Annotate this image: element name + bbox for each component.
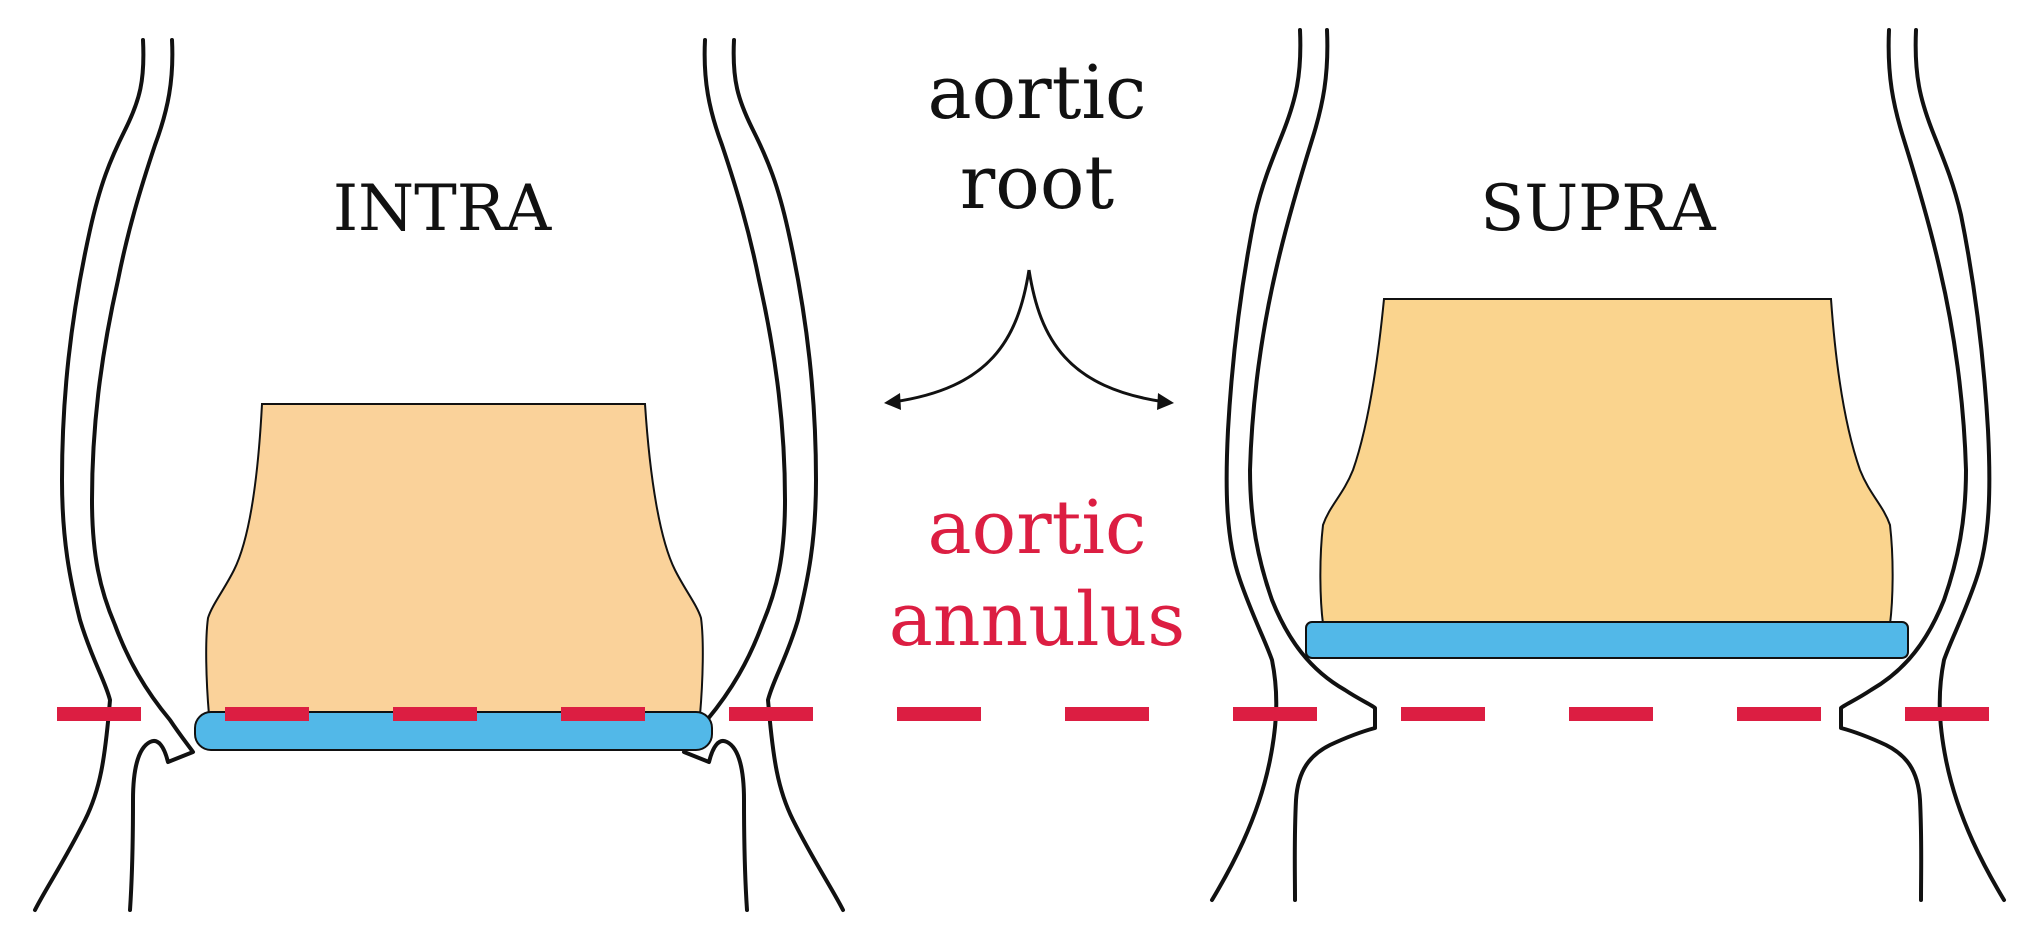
intra-valve-body	[205, 403, 704, 716]
aortic-root-arrowhead-right	[1157, 393, 1174, 410]
supra-sewing-ring	[1305, 621, 1909, 659]
aortic-annulus-annotation: aortic annulus	[889, 485, 1185, 663]
supra-valve-body	[1319, 298, 1894, 625]
intra-left-aortic-wall	[33, 38, 195, 912]
supra-label: SUPRA	[1480, 172, 1716, 246]
aortic-root-annotation: aortic root	[884, 50, 1174, 410]
intra-label: INTRA	[333, 172, 552, 246]
aortic-annulus-label-line2: annulus	[889, 577, 1185, 663]
aortic-annulus-label-line1: aortic	[928, 485, 1147, 571]
intra-panel: INTRA	[33, 38, 845, 912]
supra-left-aortic-wall	[1210, 28, 1377, 902]
intra-right-aortic-wall	[682, 38, 845, 912]
aortic-root-arrow-left	[892, 269, 1031, 404]
aortic-root-arrowhead-left	[884, 393, 901, 410]
aortic-root-arrow-right	[1027, 269, 1166, 404]
supra-panel: SUPRA	[1210, 28, 2006, 902]
aortic-root-label-line1: aortic	[928, 50, 1147, 136]
supra-right-aortic-wall	[1839, 28, 2006, 902]
aortic-root-label-line2: root	[960, 140, 1114, 226]
